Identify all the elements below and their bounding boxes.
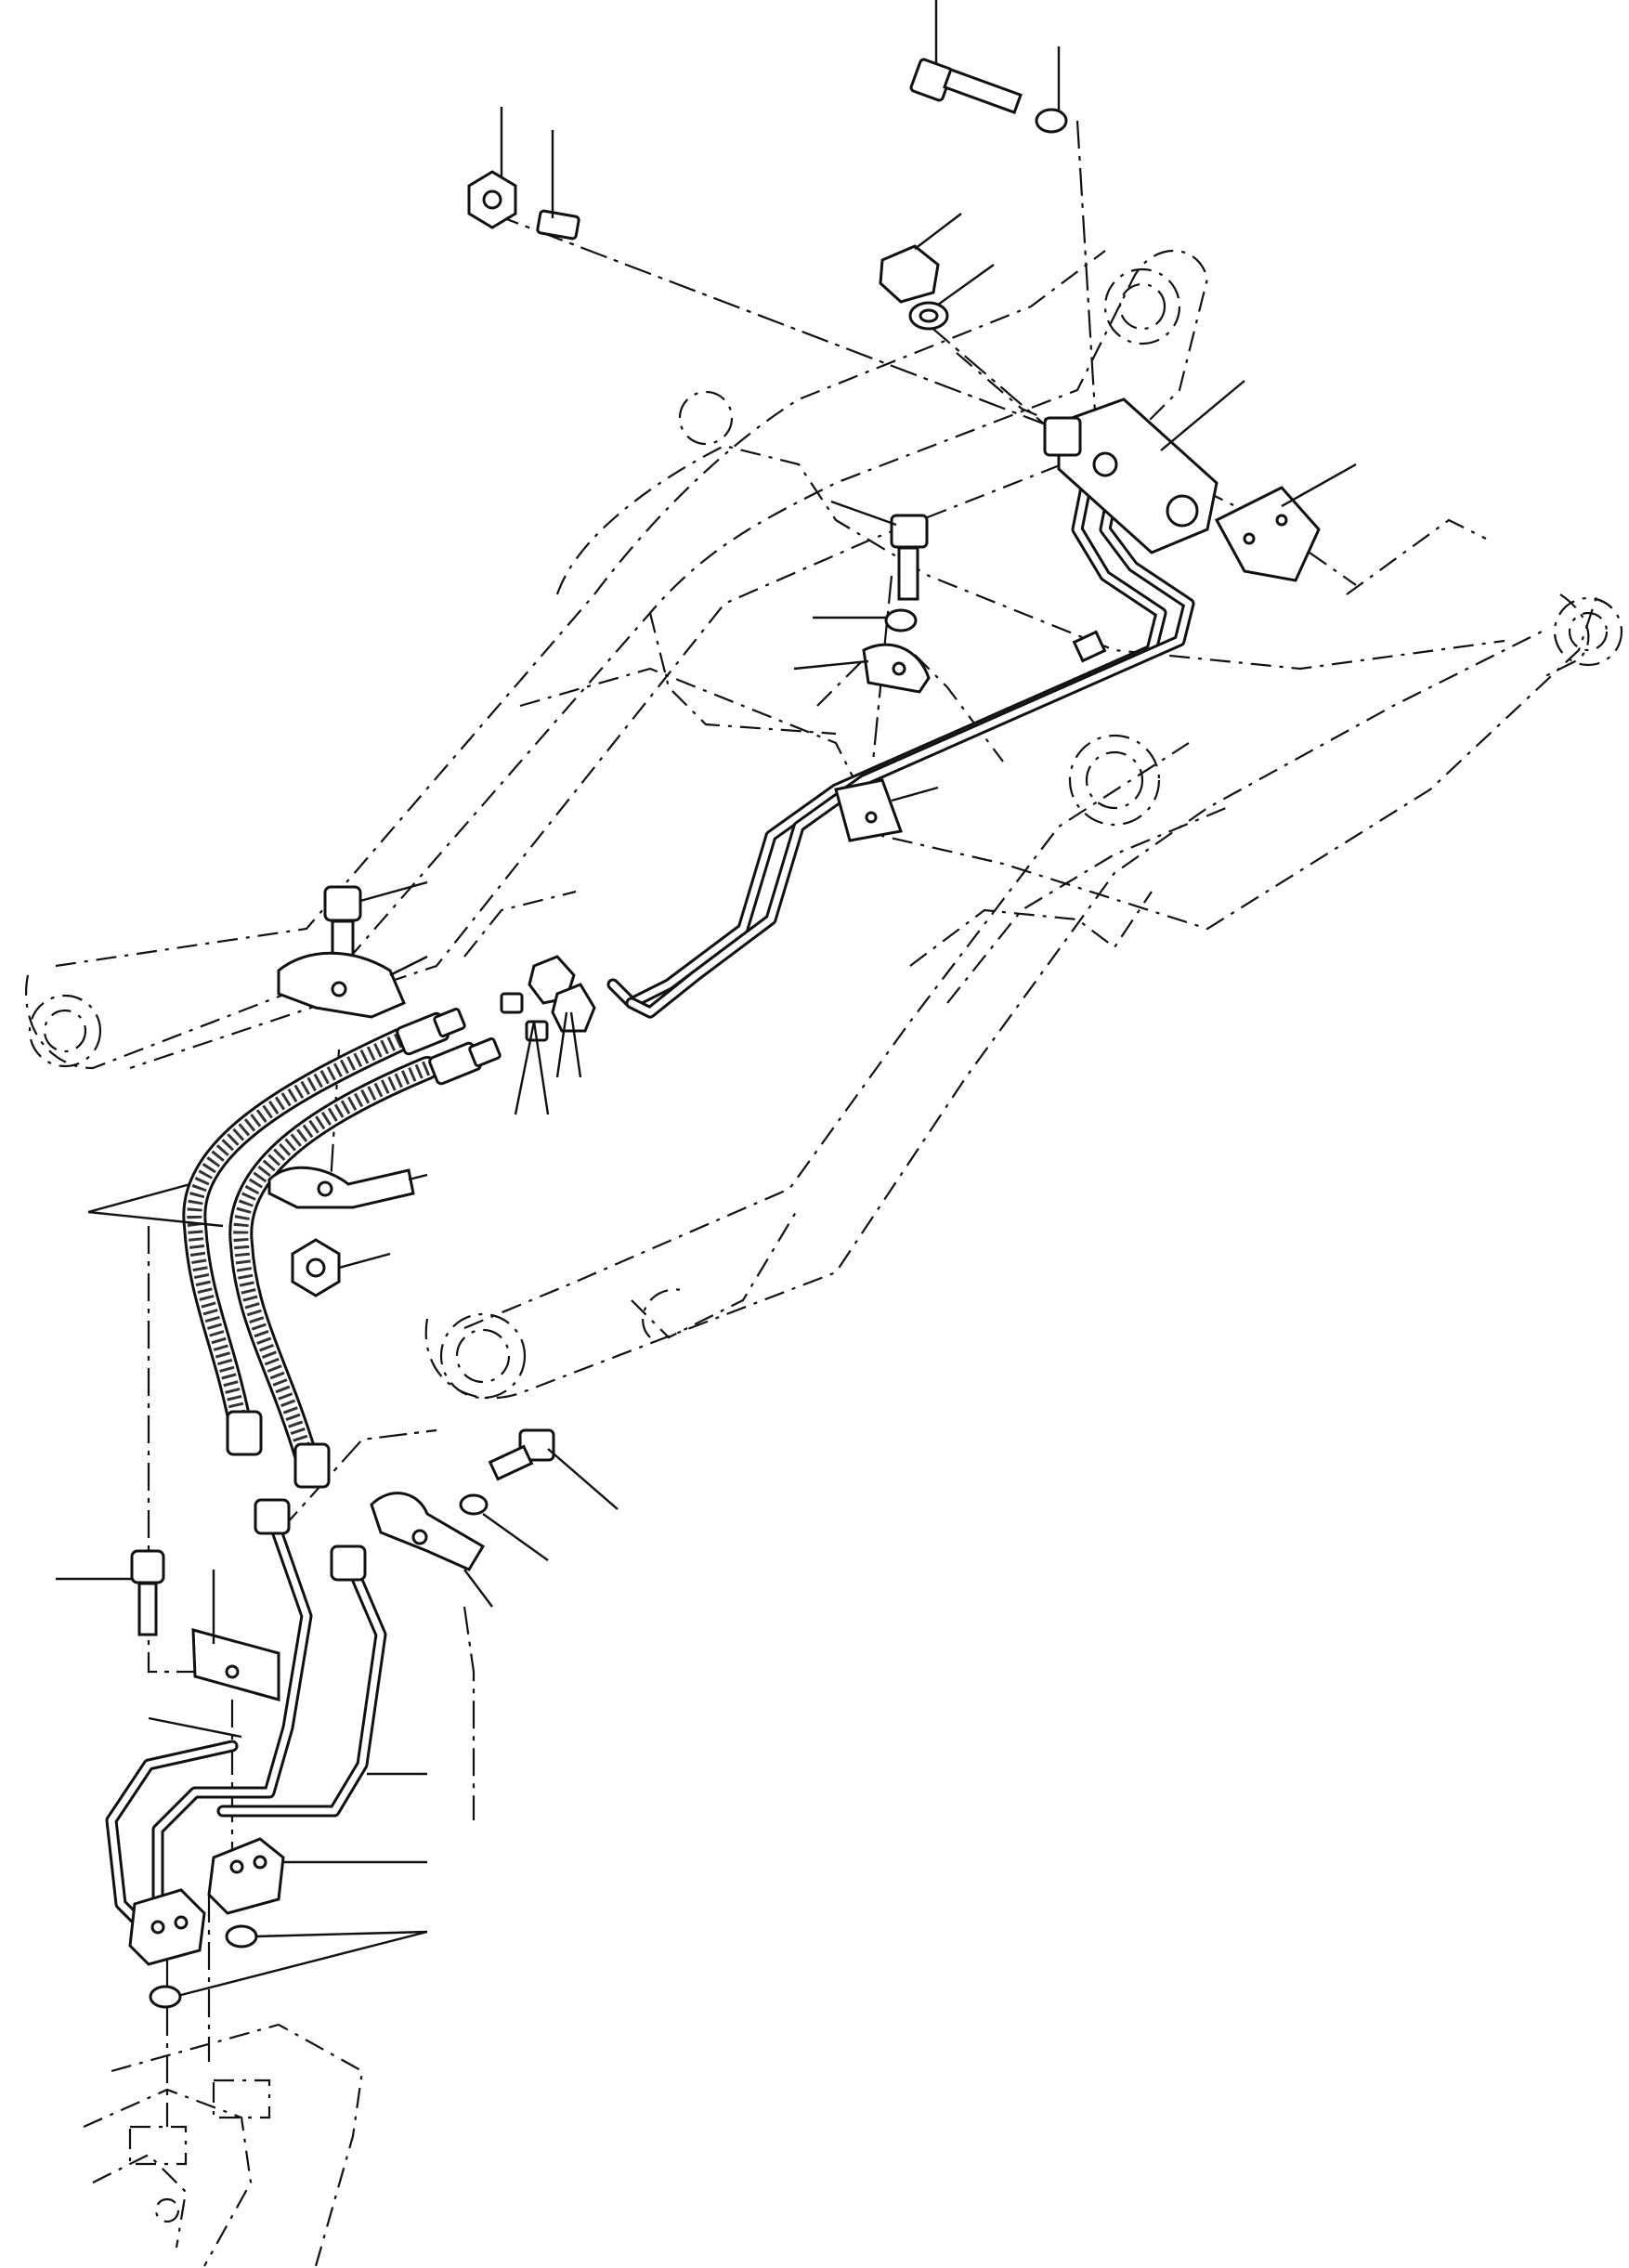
adapter-fittings-mid: [500, 955, 596, 1115]
lock-washer-top: [1035, 46, 1068, 134]
hydraulic-hoses: [182, 1028, 439, 1470]
washer-mid: [813, 608, 918, 632]
o-ring-upper: [908, 264, 995, 331]
clamp-half-mid: [793, 643, 931, 694]
nut-top-left: [467, 107, 517, 229]
mounting-bolt-top: [909, 0, 1023, 115]
flange-nut-left: [291, 1238, 391, 1297]
hose-leader-lines: [87, 1182, 224, 1228]
split-flange-lower: [128, 1888, 206, 1966]
steel-tube-lower-pair: [105, 1498, 387, 1938]
mounting-plate-upper: [1214, 463, 1357, 582]
hose-clamp-lower: [267, 1166, 428, 1209]
hose-end-fittings: [226, 1007, 502, 1489]
manifold-block-upper: [1043, 380, 1245, 554]
pipe-clamp-lower: [370, 1492, 493, 1608]
plug-top-left: [536, 130, 580, 241]
phantom-boom-outline: [25, 249, 1599, 1400]
assembly-center-lines: [147, 120, 1098, 2127]
spacer-plate-lower: [191, 1570, 280, 1701]
clamp-bolt-mid: [830, 500, 929, 601]
washer-lower: [459, 1493, 549, 1561]
flange-o-rings: [149, 1924, 428, 2009]
clamp-plate-mid: [834, 778, 939, 842]
split-flange-upper: [207, 1837, 427, 1915]
clamp-bolt-lower: [488, 1428, 619, 1510]
phantom-pivot-bosses: [28, 267, 1623, 1400]
cap-screw-lower-left: [56, 1549, 165, 1636]
elbow-fitting-upper: [879, 213, 962, 304]
hose-clamp-upper: [277, 951, 428, 1019]
phantom-control-valve: [83, 2023, 364, 2267]
lower-pipe-leader: [148, 1716, 427, 1776]
